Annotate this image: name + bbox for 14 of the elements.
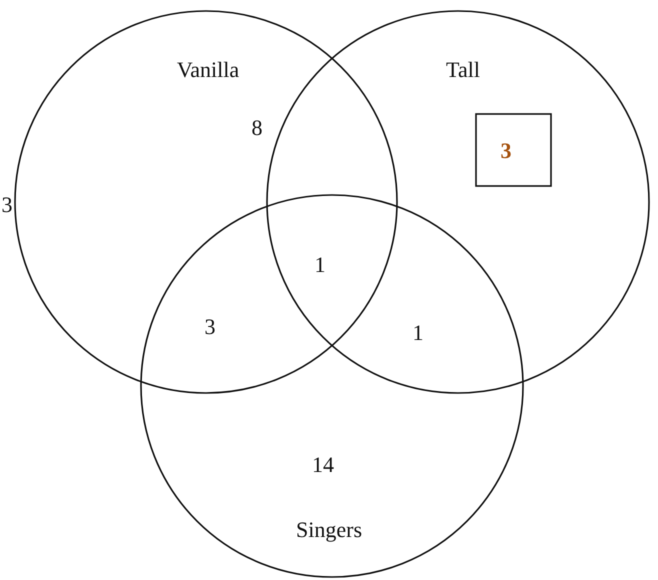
set-label: Tall bbox=[446, 59, 480, 81]
count-box bbox=[475, 113, 552, 187]
region-count: 14 bbox=[312, 454, 334, 476]
region-count: 3 bbox=[204, 316, 216, 338]
set-label: Vanilla bbox=[176, 59, 240, 81]
region-count: 3 bbox=[2, 194, 12, 216]
set-label: Singers bbox=[296, 519, 362, 541]
region-count: 8 bbox=[252, 117, 262, 139]
venn-circle bbox=[266, 10, 650, 394]
count-value: 3 bbox=[500, 140, 512, 162]
venn-circle bbox=[140, 194, 524, 578]
region-count: 1 bbox=[412, 322, 424, 344]
venn-circle bbox=[14, 10, 398, 394]
region-count: 1 bbox=[314, 254, 326, 276]
